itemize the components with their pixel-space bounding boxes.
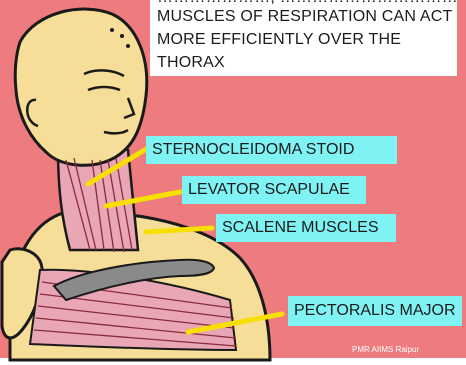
label-levator-scapulae: LEVATOR SCAPULAE <box>182 176 366 204</box>
hair-dot <box>126 44 130 48</box>
hair-dot <box>110 28 114 32</box>
label-pectoralis-major: PECTORALIS MAJOR <box>288 296 462 326</box>
head <box>15 9 147 165</box>
label-sternocleidomastoid: STERNOCLEIDOMA STOID <box>146 136 397 164</box>
label-scalene-muscles: SCALENE MUSCLES <box>216 214 396 242</box>
caption-line-3: THORAX <box>157 53 225 73</box>
hair-dot <box>120 34 124 38</box>
credit-text: PMR AIIMS Raipur <box>352 345 419 354</box>
caption-line-1: MUSCLES OF RESPIRATION CAN ACT <box>157 7 453 27</box>
caption-line-2: MORE EFFICIENTLY OVER THE <box>157 30 401 50</box>
